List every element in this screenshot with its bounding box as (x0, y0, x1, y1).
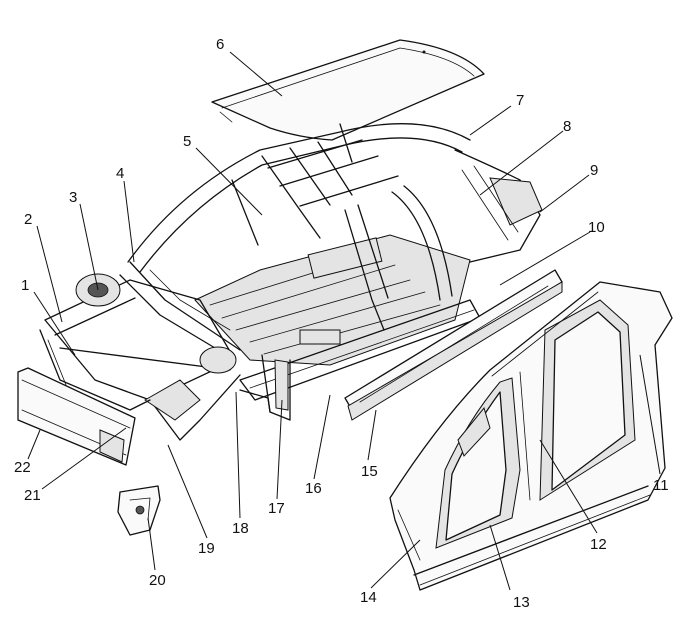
callout-8: 8 (563, 118, 571, 135)
callout-5: 5 (183, 133, 191, 150)
callout-14: 14 (360, 589, 377, 606)
callout-18: 18 (232, 520, 249, 537)
callout-4: 4 (116, 165, 124, 182)
front-bumper-beam (17, 367, 136, 466)
callout-16: 16 (305, 480, 322, 497)
callout-9: 9 (590, 162, 598, 179)
callout-10: 10 (588, 219, 605, 236)
rocker-reinforcement (344, 269, 563, 421)
callout-1: 1 (21, 277, 29, 294)
callout-17: 17 (268, 500, 285, 517)
callout-12: 12 (590, 536, 607, 553)
callout-2: 2 (24, 211, 32, 228)
callout-22: 22 (14, 459, 31, 476)
callout-20: 20 (149, 572, 166, 589)
callout-3: 3 (69, 189, 77, 206)
bracket-part (117, 485, 161, 536)
callout-7: 7 (516, 92, 524, 109)
callout-labels: 1 2 3 4 5 6 7 8 9 10 11 12 13 14 15 16 1… (14, 36, 669, 611)
body-side-outer (389, 281, 673, 591)
callout-15: 15 (361, 463, 378, 480)
callout-19: 19 (198, 540, 215, 557)
leader-lines (27, 51, 661, 591)
callout-13: 13 (513, 594, 530, 611)
callout-11: 11 (653, 477, 669, 494)
callout-21: 21 (24, 487, 41, 504)
roof-panel (211, 39, 485, 141)
body-shell (39, 123, 543, 441)
callout-6: 6 (216, 36, 224, 53)
